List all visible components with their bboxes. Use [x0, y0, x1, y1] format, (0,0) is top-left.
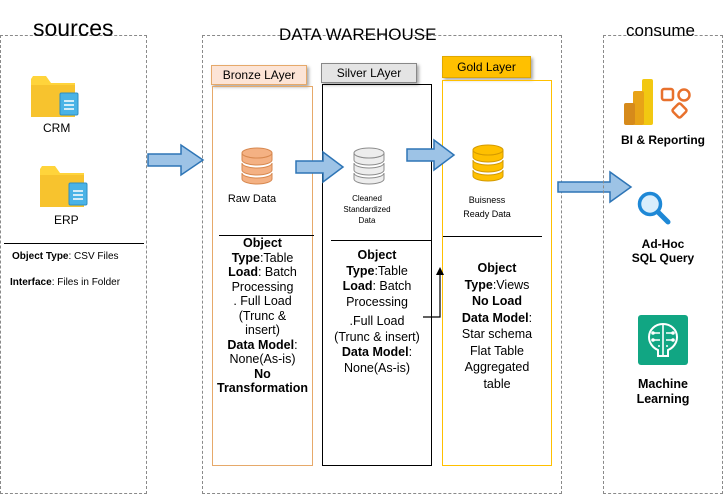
flow-arrow-sources-bronze [147, 143, 205, 177]
sources-divider [4, 243, 144, 244]
silver-data-model-label: Data Model [341, 345, 409, 359]
silver-data-label-line1: Cleaned [352, 194, 382, 203]
gold-object-type-value: :Views [492, 277, 530, 292]
bronze-data-label: Raw Data [227, 193, 277, 205]
silver-load-label: Load [342, 279, 373, 293]
silver-load-value2: Processing [346, 294, 408, 309]
consume-label-sql: Ad-Hoc SQL Query [606, 237, 720, 265]
warehouse-panel [202, 35, 562, 494]
flow-arrow-bronze-silver [295, 150, 345, 184]
source-label-crm: CRM [43, 121, 71, 135]
bronze-full-load-1: . Full Load [233, 294, 292, 308]
sources-panel [0, 35, 147, 494]
flow-arrow-gold-consume [557, 170, 633, 204]
silver-gold-connector [423, 267, 444, 318]
bronze-divider [219, 235, 314, 236]
bronze-layer-box [212, 86, 313, 466]
warehouse-title: DATA WAREHOUSE [279, 25, 437, 44]
magnifier-icon [637, 191, 671, 225]
silver-properties: Object Type:Table Load: Batch Processing… [322, 248, 432, 376]
consume-label-sql-line2: SQL Query [631, 251, 695, 265]
gold-model-3: Aggregated [464, 360, 530, 374]
gold-object-type-label2: Type [464, 277, 493, 292]
gold-data-model-colon: : [528, 310, 533, 325]
bronze-full-load-3: insert) [245, 323, 280, 337]
folder-icon [31, 76, 79, 117]
bronze-no-transform-1: No [254, 366, 271, 381]
bronze-object-type-label: Object [243, 236, 282, 250]
source-interface-label: Interface [10, 277, 52, 288]
gold-data-label-line2: Ready Data [463, 209, 511, 219]
gold-object-type-label: Object [477, 261, 517, 275]
gold-model-2: Flat Table [470, 343, 524, 358]
source-object-type: Object Type: CSV Files [12, 251, 119, 262]
gold-layer-tab: Gold Layer [442, 56, 531, 78]
bronze-data-model-value: None(As-is) [229, 352, 296, 366]
source-interface: Interface: Files in Folder [10, 277, 120, 288]
consume-label-bi: BI & Reporting [621, 133, 705, 147]
silver-layer-tab: Silver LAyer [321, 63, 417, 83]
brain-chip-icon [638, 315, 688, 365]
silver-data-label: Cleaned Standardized Data [327, 193, 407, 226]
consume-label-ml-line2: Learning [636, 392, 690, 406]
source-label-erp: ERP [54, 213, 79, 227]
gold-data-label-line1: Buisness [468, 195, 506, 205]
silver-full-load-2: (Trunc & insert) [334, 329, 420, 344]
bronze-load-label: Load [228, 265, 258, 279]
silver-full-load-1: .Full Load [349, 314, 405, 328]
database-icon [353, 147, 385, 185]
consume-title: consume [626, 21, 695, 40]
database-icon [472, 144, 504, 182]
source-object-type-value: : CSV Files [68, 251, 119, 262]
flow-arrow-silver-gold [406, 138, 456, 172]
source-interface-value: : Files in Folder [51, 277, 121, 288]
gold-properties: Object Type:Views No Load Data Model: St… [442, 260, 552, 392]
gold-no-load: No Load [472, 294, 522, 308]
bronze-no-transform-2: Transformation [217, 381, 308, 395]
silver-divider [331, 240, 432, 241]
power-bi-icon [624, 79, 691, 125]
consume-panel [603, 35, 723, 494]
database-icon [241, 147, 273, 185]
gold-model-1: Star schema [461, 327, 533, 341]
consume-label-ml-line1: Machine [637, 377, 688, 391]
gold-data-label: Buisness Ready Data [447, 193, 527, 221]
silver-data-label-line2: Standardized [343, 205, 391, 214]
bronze-load-value2: Processing [231, 279, 294, 294]
bronze-data-model-label: Data Model [227, 337, 295, 352]
silver-data-model-value: None(As-is) [344, 360, 410, 375]
gold-model-4: table [483, 376, 511, 391]
gold-divider [443, 236, 542, 237]
sources-title: sources [33, 15, 114, 41]
silver-object-type-label: Object [357, 248, 397, 262]
bronze-object-type-value: :Table [259, 250, 294, 265]
bronze-layer-tab: Bronze LAyer [211, 65, 307, 85]
bronze-object-type-label2: Type [231, 250, 260, 265]
bronze-data-model-colon: : [294, 337, 298, 352]
bronze-properties: Object Type:Table Load: Batch Processing… [212, 236, 313, 396]
source-object-type-label: Object Type [12, 251, 69, 262]
silver-object-type-value: :Table [374, 263, 408, 278]
consume-label-ml: Machine Learning [606, 377, 720, 407]
gold-data-model-label: Data Model [461, 310, 529, 325]
consume-label-sql-line1: Ad-Hoc [641, 237, 685, 251]
silver-load-value: : Batch [372, 279, 412, 293]
bronze-load-value: : Batch [257, 265, 297, 279]
silver-layer-box [322, 84, 432, 466]
folder-icon [40, 166, 88, 207]
silver-data-model-colon: : [408, 345, 413, 359]
silver-object-type-label2: Type [346, 263, 375, 278]
silver-data-label-line3: Data [358, 216, 376, 225]
bronze-full-load-2: (Trunc & [238, 308, 287, 323]
